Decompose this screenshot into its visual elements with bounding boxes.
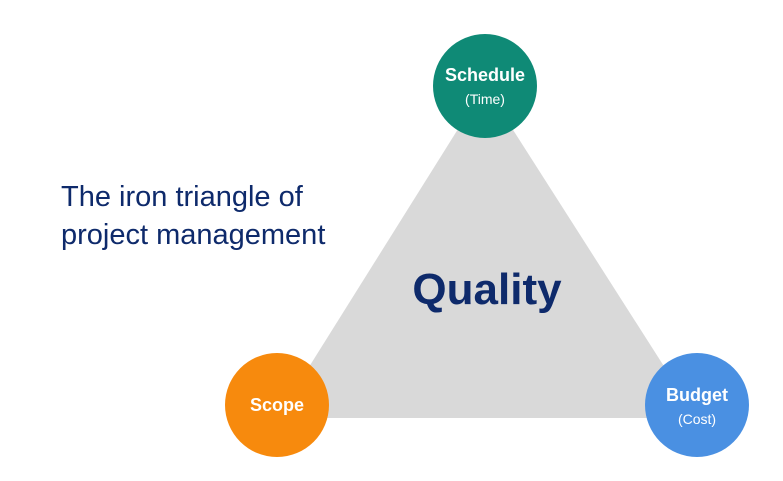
budget-circle [645,353,749,457]
scope-node: Scope [225,353,329,457]
scope-circle [225,353,329,457]
budget-sublabel: (Cost) [678,411,716,427]
schedule-circle [433,34,537,138]
diagram-title: The iron triangle of project management [61,178,361,254]
quality-triangle [277,86,697,418]
diagram-title-line-1: The iron triangle of [61,181,303,213]
schedule-node: Schedule (Time) [433,34,537,138]
schedule-sublabel: (Time) [465,91,505,107]
scope-label: Scope [250,395,304,415]
quality-label: Quality [412,265,562,314]
diagram-title-line-2: project management [61,219,326,251]
budget-node: Budget (Cost) [645,353,749,457]
schedule-label: Schedule [445,65,525,85]
budget-label: Budget [666,385,728,405]
